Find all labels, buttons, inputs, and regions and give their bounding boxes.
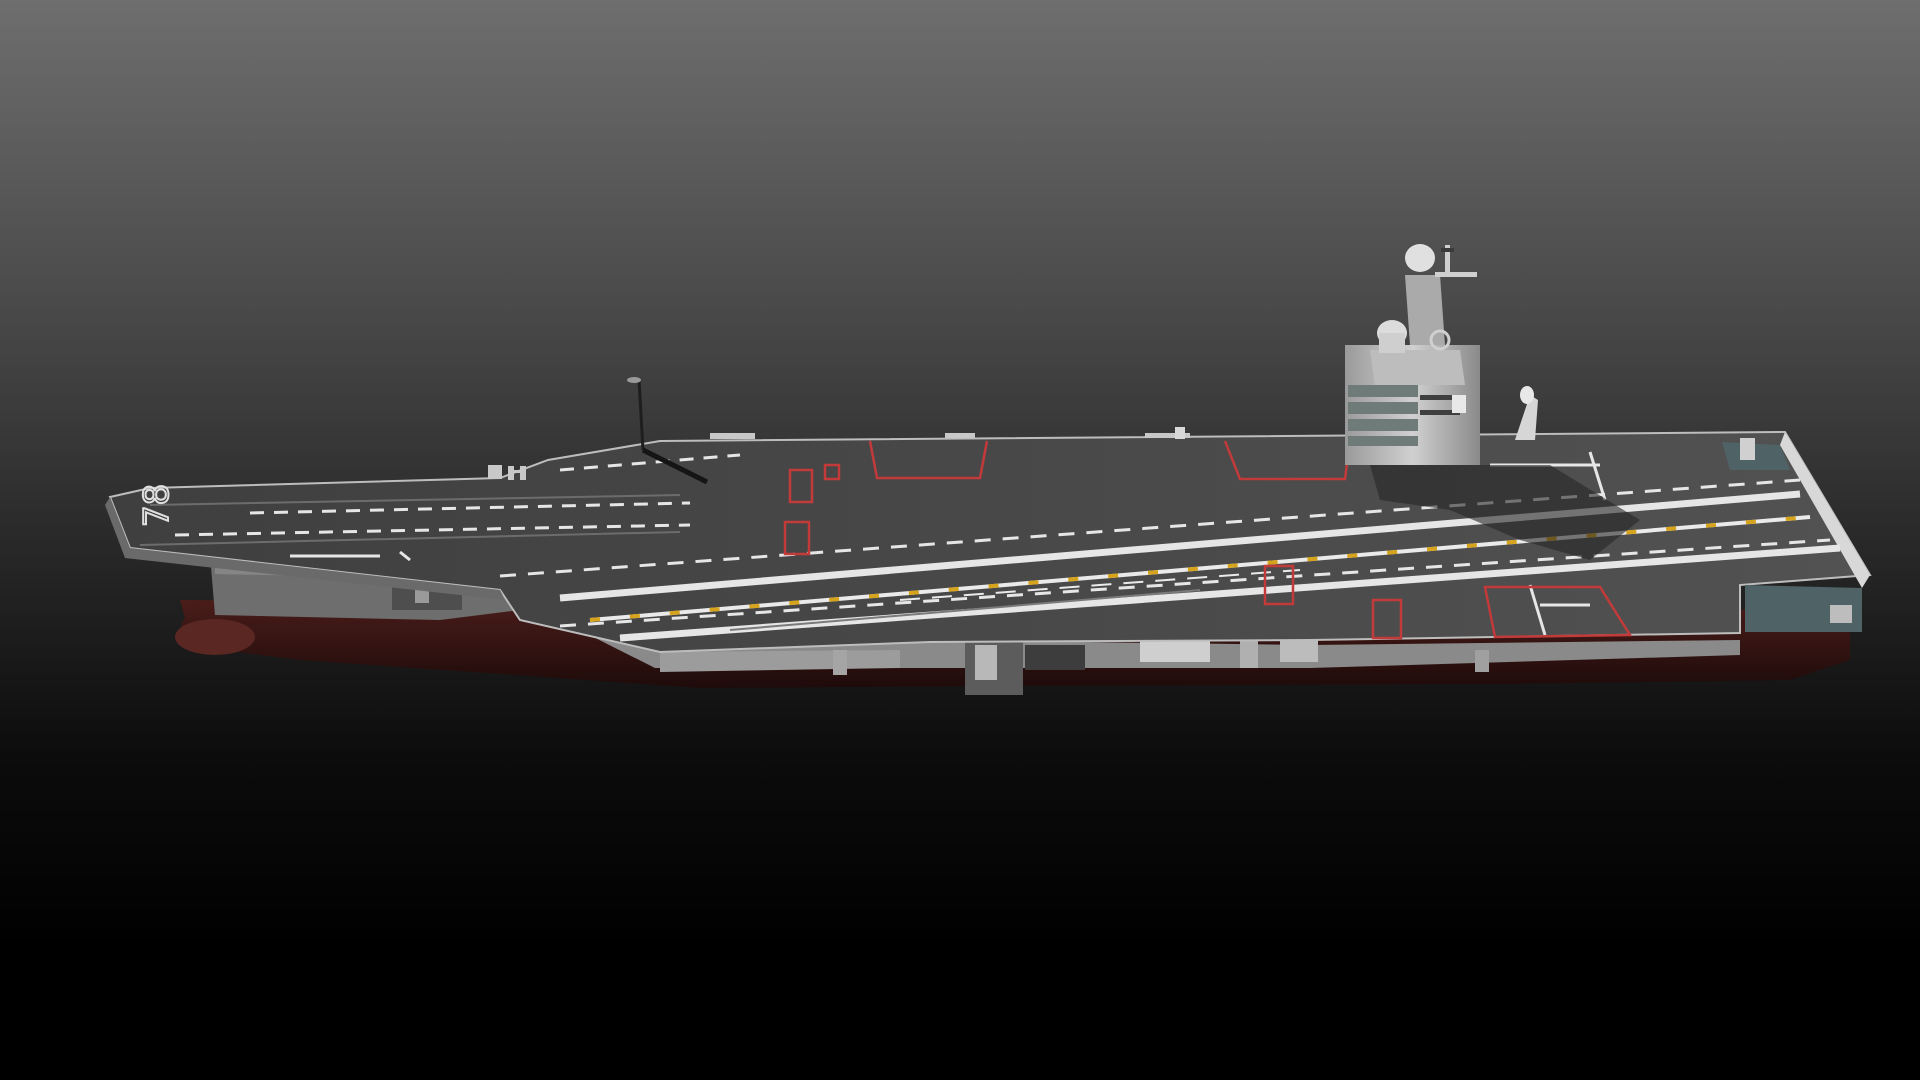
radar-dome-small bbox=[1240, 640, 1258, 668]
elevator-outlines bbox=[783, 440, 1633, 640]
elevator-3 bbox=[1483, 585, 1633, 639]
aft-mast bbox=[1515, 386, 1538, 440]
spot-box bbox=[788, 468, 814, 504]
island bbox=[1345, 244, 1480, 465]
bow-fittings bbox=[488, 427, 1852, 623]
ciws-mount bbox=[833, 650, 847, 675]
bow-mast bbox=[627, 377, 709, 485]
island-mast bbox=[1405, 275, 1445, 345]
svg-text:78: 78 bbox=[137, 484, 177, 527]
island-shadow bbox=[1370, 465, 1640, 560]
hull-number: 78 bbox=[136, 483, 178, 528]
elevator-1 bbox=[868, 440, 989, 480]
bulbous-bow bbox=[175, 619, 255, 655]
radome-upper bbox=[1405, 244, 1435, 272]
